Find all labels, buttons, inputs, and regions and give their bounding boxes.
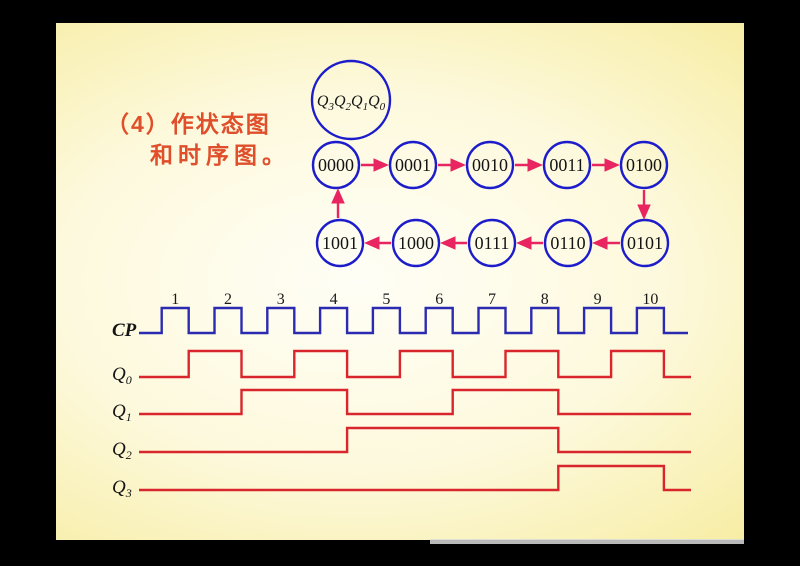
q2-label: Q2 <box>112 439 132 462</box>
pulse-number: 9 <box>594 291 602 308</box>
state-circle <box>619 140 669 190</box>
q3-label: Q3 <box>112 477 132 500</box>
state-label: 0001 <box>395 155 431 175</box>
pulse-number: 6 <box>435 291 443 308</box>
state-circle <box>467 218 517 268</box>
state-circle <box>543 218 593 268</box>
q0-label: Q0 <box>112 364 132 387</box>
pulse-number: 2 <box>224 291 232 308</box>
state-circle <box>388 140 438 190</box>
pulse-number: 3 <box>277 291 285 308</box>
register-label: Q3Q2Q1Q0 <box>317 93 386 113</box>
state-circle <box>391 218 441 268</box>
state-label: 0100 <box>626 155 662 175</box>
state-label: 0000 <box>318 155 354 175</box>
state-label: 0010 <box>472 155 508 175</box>
state-circle <box>315 218 365 268</box>
state-circle <box>542 140 592 190</box>
q2-waveform <box>139 426 691 454</box>
q1-label: Q1 <box>112 401 132 424</box>
register-ellipse <box>310 59 392 141</box>
state-label: 1001 <box>322 233 358 253</box>
pulse-number: 5 <box>382 291 390 308</box>
state-circle <box>620 218 670 268</box>
title-line-2: 和时序图。 <box>150 142 290 168</box>
state-circle <box>311 140 361 190</box>
state-label: 0011 <box>549 155 584 175</box>
slide-bottom-edge <box>430 539 744 544</box>
state-circle <box>465 140 515 190</box>
state-label: 0110 <box>550 233 585 253</box>
state-label: 0101 <box>627 233 663 253</box>
state-label: 0111 <box>475 233 510 253</box>
pulse-number: 8 <box>541 291 549 308</box>
clock-label: CP <box>112 320 137 341</box>
pulse-number: 1 <box>171 291 179 308</box>
q3-waveform <box>139 464 691 492</box>
pulse-number: 4 <box>330 291 338 308</box>
slide-title: （4）作状态图 和时序图。 <box>106 109 290 171</box>
title-line-1: （4）作状态图 <box>106 111 271 137</box>
pulse-number: 10 <box>642 291 658 308</box>
state-label: 1000 <box>398 233 434 253</box>
pulse-number: 7 <box>488 291 496 308</box>
clock-waveform <box>139 306 688 335</box>
q0-waveform <box>139 349 691 379</box>
q1-waveform <box>139 388 691 416</box>
